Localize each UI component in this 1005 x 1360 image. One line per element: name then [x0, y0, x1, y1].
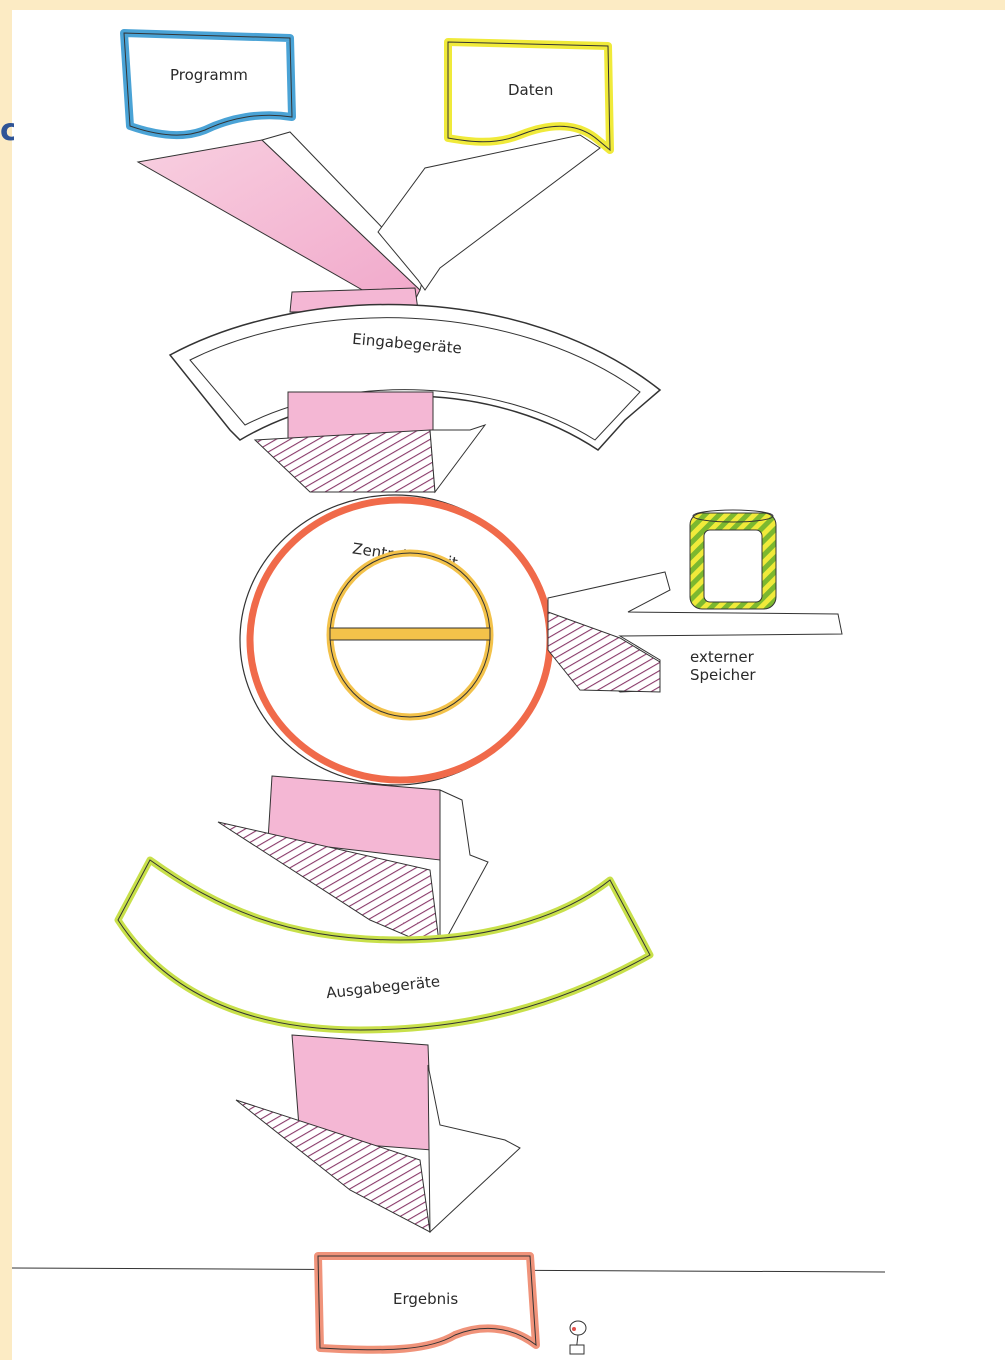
arrow-to-result [236, 1035, 520, 1232]
program-label: Programm [170, 66, 248, 84]
external-storage-line2: Speicher [690, 666, 756, 684]
data-label: Daten [508, 81, 553, 99]
cpu-unit: Zentraleinheit [240, 495, 550, 785]
external-storage-line1: externer [690, 648, 755, 666]
result-label: Ergebnis [393, 1290, 458, 1308]
arrow-to-cpu [255, 392, 485, 492]
external-storage: externer Speicher [548, 510, 842, 692]
cpu-core [330, 553, 490, 717]
storage-cylinder-icon [690, 510, 776, 609]
program-card: Programm [124, 33, 292, 135]
result-card: Ergebnis [318, 1256, 536, 1350]
input-funnel [138, 132, 600, 312]
small-figure-icon [570, 1321, 586, 1354]
data-card: Daten [448, 42, 610, 150]
